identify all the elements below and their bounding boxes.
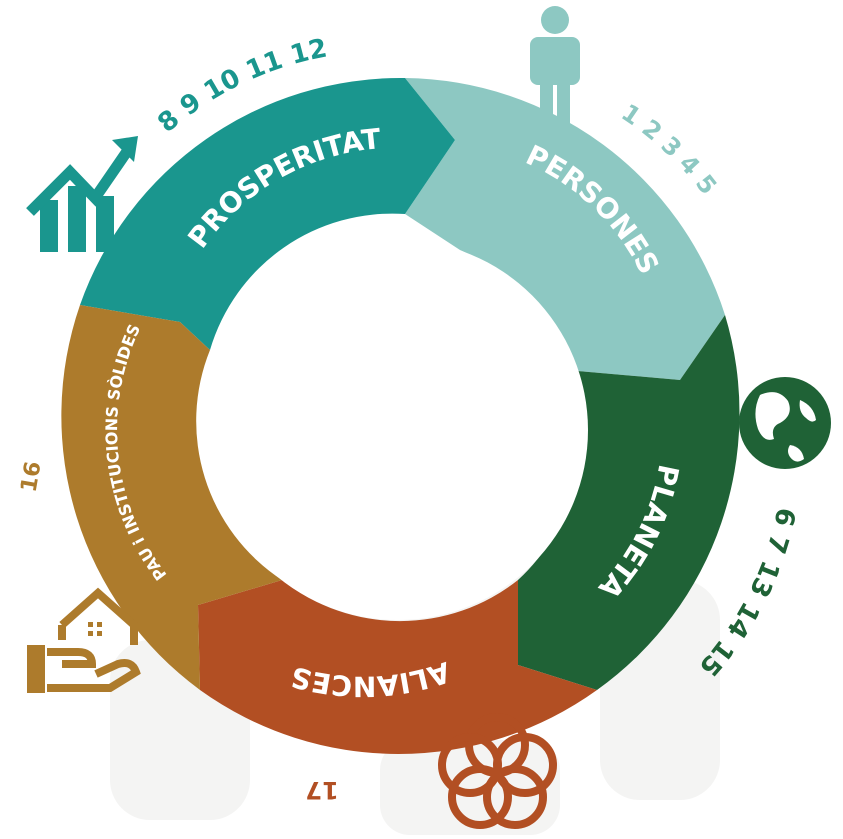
segment-aliances xyxy=(198,580,597,754)
growth-chart-icon xyxy=(26,136,138,252)
ring-center xyxy=(208,240,588,620)
house-in-hand-icon xyxy=(27,587,141,693)
person-icon xyxy=(530,6,580,125)
segment-planeta xyxy=(518,315,740,690)
numbers-pau: 16 xyxy=(17,460,47,495)
numbers-aliances: 17 xyxy=(305,776,338,804)
segment-persones xyxy=(405,78,725,380)
interlocking-rings-icon xyxy=(438,713,557,829)
segment-prosperitat xyxy=(80,77,455,350)
globe-icon xyxy=(739,377,831,469)
segment-pau xyxy=(61,305,283,690)
